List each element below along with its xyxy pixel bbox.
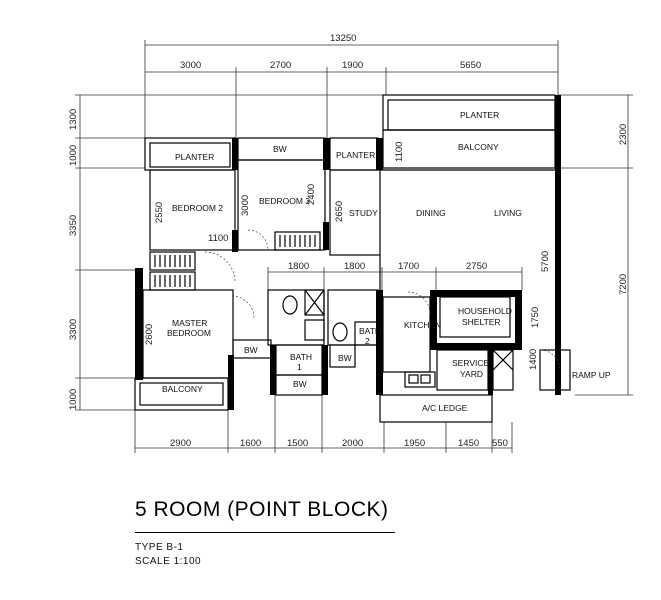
dim-top-3: 5650 [460,60,481,71]
label-master-2: BEDROOM [167,328,211,338]
dim-mid-1: 1800 [344,261,365,272]
dim-bottom-0: 2900 [170,438,191,449]
label-planter-2: PLANTER [336,150,375,160]
label-balcony-bottom: BALCONY [162,384,203,394]
plan-title: 5 ROOM (POINT BLOCK) [135,498,389,521]
dimension-labels: 13250 3000 2700 1900 5650 1300 1000 3350… [68,33,629,449]
dim-mid-0: 1800 [288,261,309,272]
dim-left-2: 3350 [68,215,79,236]
doors [204,229,561,371]
label-service: SERVICE [452,358,489,368]
label-planter-3: PLANTER [460,110,499,120]
dim-right-0: 2300 [618,124,629,145]
label-bw-3: BW [293,379,307,389]
label-shelter: SHELTER [462,317,501,327]
label-bw-4: BW [338,353,352,363]
dim-inner-3: 2400 [306,184,317,205]
label-household: HOUSEHOLD [458,306,512,316]
dim-bottom-2: 1500 [287,438,308,449]
dim-bottom-4: 1950 [404,438,425,449]
dim-inner-0: 2550 [154,202,165,223]
label-bath-1-a: BATH [290,352,312,362]
label-living: LIVING [494,208,522,218]
dim-inner-2: 3000 [240,195,251,216]
label-planter-1: PLANTER [175,152,214,162]
label-bedroom-3: BEDROOM 3 [259,196,310,206]
label-ramp: RAMP UP [572,370,611,380]
fixtures [149,231,514,384]
dim-bottom-3: 2000 [342,438,363,449]
dim-inner-9: 2600 [144,324,155,345]
dim-left-0: 1300 [68,109,79,130]
dim-top-0: 3000 [180,60,201,71]
dim-inner-8: 1400 [528,349,539,370]
dim-inner-5: 1100 [394,142,405,162]
dim-inner-6: 5700 [540,251,551,272]
dim-mid-3: 2750 [466,261,487,272]
dim-inner-7: 1750 [530,307,541,328]
dim-bottom-5: 1450 [458,438,479,449]
label-ac-ledge: A/C LEDGE [422,403,468,413]
dim-left-1: 1000 [68,145,79,166]
dimension-lines [75,40,633,453]
label-master-1: MASTER [172,318,207,328]
dim-bottom-1: 1600 [240,438,261,449]
dim-bottom-6: 550 [492,438,508,449]
room-outlines [134,94,571,423]
dim-left-3: 3300 [68,319,79,340]
scale-label: SCALE 1:100 [135,556,202,567]
dim-overall: 13250 [330,33,356,44]
dim-right-1: 7200 [618,274,629,295]
dim-inner-4: 2650 [334,201,345,222]
dim-inner-1: 1100 [208,233,228,244]
label-bedroom-2: BEDROOM 2 [172,203,223,213]
room-labels: PLANTER BW PLANTER PLANTER BALCONY BEDRO… [162,110,611,413]
label-bw-top: BW [273,144,287,154]
label-bath-2-b: 2 [365,336,370,346]
title-underline [135,532,395,533]
label-study: STUDY [349,208,378,218]
label-dining: DINING [416,208,446,218]
label-kitchen: KITCHEN [404,320,441,330]
dim-top-2: 1900 [342,60,363,71]
dim-left-4: 1000 [68,389,79,410]
type-label: TYPE B-1 [135,542,184,553]
label-balcony-top: BALCONY [458,142,499,152]
label-yard: YARD [460,369,483,379]
label-bath-2-a: BATH [359,326,381,336]
dim-mid-2: 1700 [398,261,419,272]
label-bw-2: BW [244,345,258,355]
label-bath-1-b: 1 [297,362,302,372]
dim-top-1: 2700 [270,60,291,71]
